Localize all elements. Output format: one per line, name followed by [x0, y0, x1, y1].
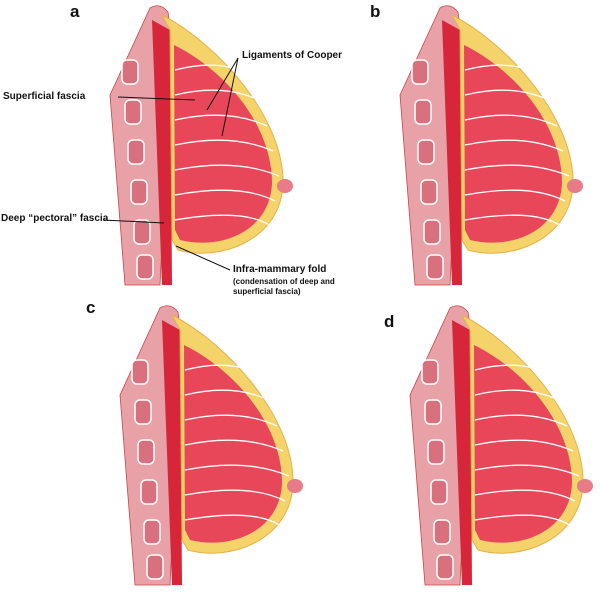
glandular-tissue	[184, 345, 282, 543]
ligament-of-cooper	[184, 464, 290, 477]
nipple	[577, 479, 593, 493]
rib	[430, 479, 448, 505]
pectoral-muscle	[452, 320, 472, 585]
ligament-of-cooper	[184, 414, 278, 427]
rib	[146, 554, 164, 580]
label-infra-mammary-fold-note: (condensation of deep and superficial fa…	[233, 277, 335, 296]
panel-letter-d: d	[384, 312, 395, 331]
label-infra-mammary-fold: Infra-mammary fold	[233, 264, 327, 275]
ligament-of-cooper	[174, 114, 268, 127]
ligament-of-cooper	[174, 214, 272, 227]
ligament-of-cooper	[474, 514, 572, 527]
rib	[124, 99, 142, 125]
pectoral-muscle	[442, 20, 462, 285]
ligament-of-cooper	[174, 189, 276, 202]
rib	[133, 219, 151, 245]
label-ligaments-of-cooper: Ligaments of Cooper	[242, 50, 343, 61]
ligament-of-cooper	[184, 514, 282, 527]
rib	[424, 399, 442, 425]
panel-letter-b: b	[370, 2, 381, 21]
panel-letter-c: c	[86, 298, 96, 317]
rib	[423, 219, 441, 245]
pectoral-muscle	[162, 320, 182, 585]
nipple	[287, 479, 303, 493]
ligament-of-cooper	[474, 464, 580, 477]
panel-b-illustration	[370, 0, 600, 290]
rib	[127, 139, 145, 165]
ligament-of-cooper	[464, 214, 562, 227]
label-superficial-fascia: Superficial fascia	[3, 91, 86, 102]
ligament-of-cooper	[474, 414, 568, 427]
ligament-of-cooper	[184, 439, 284, 452]
ligament-of-cooper	[474, 389, 562, 402]
rib	[131, 359, 149, 385]
panel-d-illustration	[380, 300, 600, 590]
rib	[433, 519, 451, 545]
rib	[134, 399, 152, 425]
ligament-of-cooper	[464, 189, 566, 202]
label-deep-pectoral-fascia: Deep “pectoral” fascia	[1, 213, 109, 224]
rib	[136, 254, 154, 280]
ligament-of-cooper	[474, 489, 576, 502]
ligament-of-cooper	[474, 439, 574, 452]
rib	[417, 139, 435, 165]
ligament-of-cooper	[174, 164, 280, 177]
ligament-of-cooper	[464, 114, 558, 127]
ligament-of-cooper	[184, 489, 286, 502]
glandular-tissue	[464, 45, 562, 243]
nipple	[277, 179, 293, 193]
ligament-of-cooper	[184, 364, 266, 377]
ligament-of-cooper	[464, 164, 570, 177]
rib	[427, 439, 445, 465]
rib	[426, 254, 444, 280]
glandular-tissue	[474, 345, 572, 543]
ligament-of-cooper	[174, 89, 262, 102]
rib	[411, 59, 429, 85]
ligament-of-cooper	[184, 389, 272, 402]
ligament-of-cooper	[464, 139, 564, 152]
panel-a-illustration	[80, 0, 320, 290]
ligament-of-cooper	[174, 139, 274, 152]
ligament-of-cooper	[474, 364, 556, 377]
rib	[140, 479, 158, 505]
panel-c-illustration	[90, 300, 330, 590]
ligament-of-cooper	[464, 64, 546, 77]
nipple	[567, 179, 583, 193]
ligament-of-cooper	[174, 64, 256, 77]
panel-letter-a: a	[70, 2, 80, 21]
pectoral-muscle	[152, 20, 172, 285]
rib	[121, 59, 139, 85]
rib	[130, 179, 148, 205]
rib	[436, 554, 454, 580]
ligament-of-cooper	[464, 89, 552, 102]
rib	[414, 99, 432, 125]
rib	[137, 439, 155, 465]
rib	[420, 179, 438, 205]
rib	[143, 519, 161, 545]
rib	[421, 359, 439, 385]
glandular-tissue	[174, 45, 272, 243]
